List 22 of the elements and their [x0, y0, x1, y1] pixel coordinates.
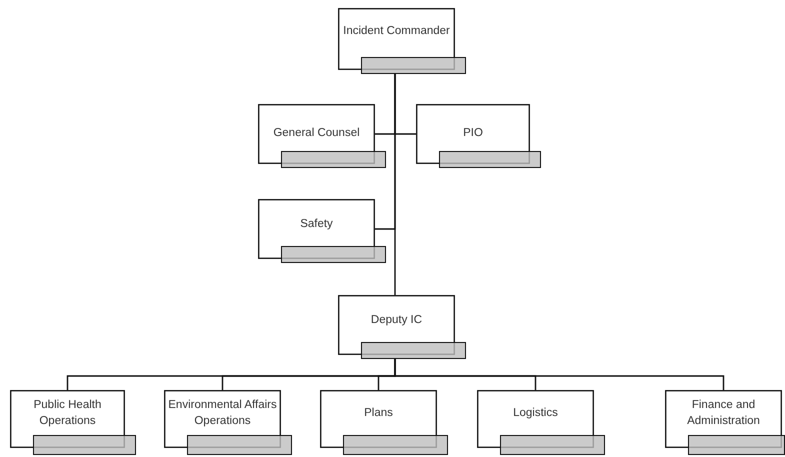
position-box [338, 295, 466, 359]
position-title: Deputy IC [370, 313, 422, 328]
position-box [665, 390, 785, 455]
position-title: Environmental Affairs Operations [168, 398, 277, 429]
position-box [320, 390, 448, 455]
position-box [416, 104, 541, 168]
connector-line [394, 74, 396, 295]
position-box [338, 8, 466, 74]
position-title: Incident Commander [343, 24, 450, 39]
position-title: Safety [300, 217, 333, 232]
position-box [258, 104, 386, 168]
position-box [164, 390, 292, 455]
position-box [477, 390, 605, 455]
position-title: Finance and Administration [686, 398, 761, 429]
position-title: Logistics [513, 406, 558, 421]
position-title: General Counsel [273, 126, 360, 141]
position-title: PIO [463, 126, 483, 141]
position-title: Public Health Operations [32, 398, 102, 429]
connector-line [394, 359, 724, 390]
position-box [258, 199, 386, 263]
position-title: Plans [364, 406, 393, 421]
position-box [10, 390, 136, 455]
